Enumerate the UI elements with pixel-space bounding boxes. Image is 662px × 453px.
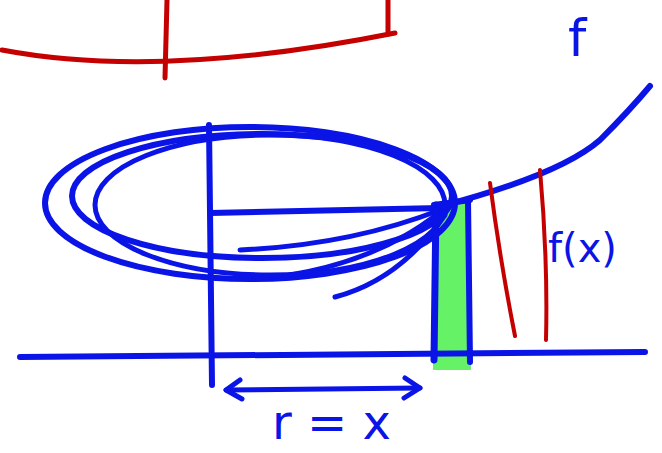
shell-strip [433,203,471,370]
radius-label: r = x [272,398,391,446]
red-line [490,183,515,336]
strip-edge [468,200,470,362]
arrow-head [226,380,242,399]
shell-ellipse [95,135,445,275]
shell-ellipse [45,127,455,279]
arrow-head [404,378,420,398]
strip-edge [434,205,436,360]
x-axis [20,352,645,357]
red-line [540,170,546,340]
red-curve [2,33,395,62]
function-label: f [568,12,586,64]
height-label: f(x) [548,228,617,268]
function-curve [438,86,650,207]
radius-line [210,208,440,213]
radius-arrow [226,388,420,390]
shell-curve [290,212,440,275]
red-line [386,0,391,34]
shell-curve [335,215,445,297]
red-line [165,0,167,78]
